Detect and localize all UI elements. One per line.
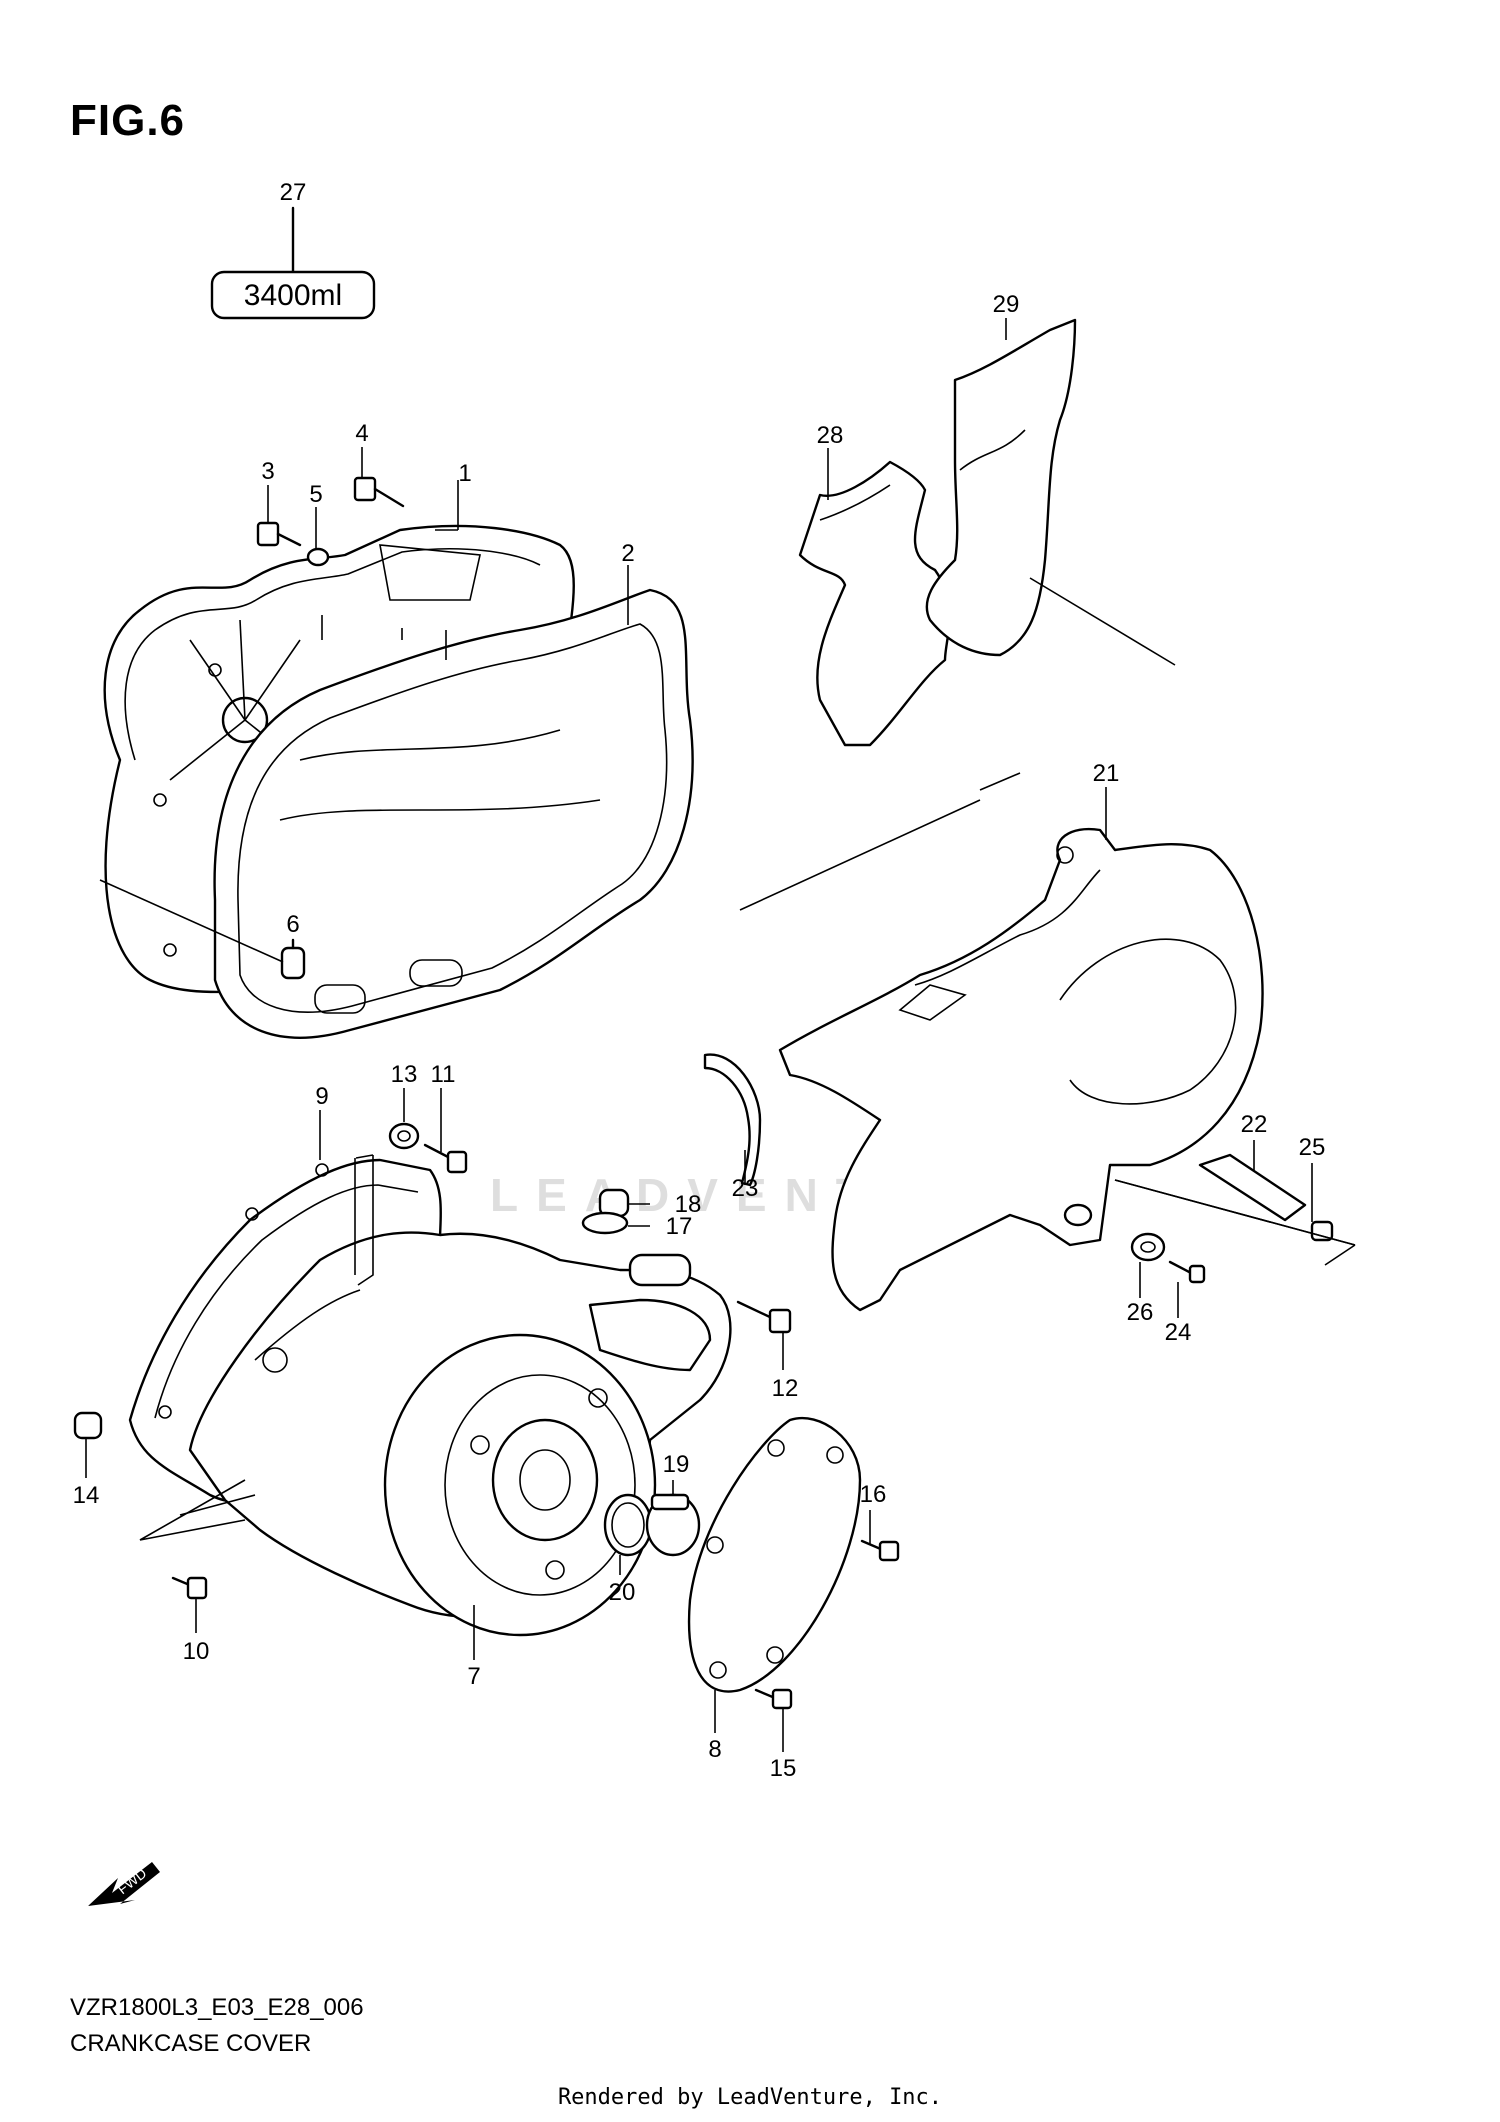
callout-9: 9 [315,1083,328,1110]
callout-5: 5 [309,481,322,508]
bolt-11 [423,1143,468,1174]
callout-13: 13 [391,1061,418,1088]
spacer-22 [1198,1153,1307,1222]
callout-8: 8 [708,1736,721,1763]
callout-22: 22 [1241,1111,1268,1138]
diagram-name: CRANKCASE COVER [70,2030,312,2057]
callout-17: 17 [666,1213,693,1240]
cap-19 [645,1493,701,1557]
callout-4: 4 [355,420,368,447]
callout-21: 21 [1093,760,1120,787]
cover-8 [687,1416,862,1693]
callout-27: 27 [280,179,307,206]
seal-strip-23 [703,1053,762,1187]
oil-quantity-label: 3400ml [244,279,342,312]
callout-20: 20 [609,1579,636,1606]
callout-14: 14 [73,1482,100,1509]
callout-16: 16 [860,1481,887,1508]
o-ring-20 [603,1493,653,1557]
callout-24: 24 [1165,1319,1192,1346]
washer-21b [1063,1203,1093,1227]
o-ring-17 [581,1211,629,1235]
callout-19: 19 [663,1451,690,1478]
dowel-14 [73,1411,103,1440]
bolt-16 [860,1539,900,1562]
callout-12: 12 [772,1375,799,1402]
callout-10: 10 [183,1638,210,1665]
callout-18: 18 [675,1191,702,1218]
callout-28: 28 [817,422,844,449]
callout-7: 7 [467,1663,480,1690]
callout-23: 23 [732,1175,759,1202]
bolt-15 [754,1688,793,1710]
bolt-24 [1168,1260,1206,1284]
crankcase-gasket [213,588,694,1039]
callout-6: 6 [286,911,299,938]
callout-25: 25 [1299,1134,1326,1161]
figure-title: FIG.6 [70,96,186,145]
outer-cover-21 [778,827,1264,1312]
callout-11: 11 [431,1061,456,1088]
callout-29: 29 [993,291,1020,318]
diagram-code: VZR1800L3_E03_E28_006 [70,1994,364,2021]
fwd-arrow-icon: FWD [88,1862,160,1906]
callout-26: 26 [1127,1299,1154,1326]
callout-numbers: 27 29 28 4 3 1 5 2 6 21 22 25 23 26 24 9… [73,179,1326,1782]
callout-15: 15 [770,1755,797,1782]
washer-5 [306,547,330,567]
oil-quantity-box: 3400ml [210,206,376,320]
callout-2: 2 [621,540,634,567]
bolt-3 [256,521,302,547]
bolt-12 [736,1300,792,1334]
render-credit: Rendered by LeadVenture, Inc. [557,2085,943,2110]
callout-3: 3 [261,458,274,485]
callout-1: 1 [458,460,471,487]
washer-13 [388,1122,420,1150]
bolt-4 [353,476,405,508]
insulator-29 [925,318,1077,657]
crankcase-cover-7 [188,1231,732,1637]
callout-leaders [85,318,1313,1752]
bolt-10 [171,1576,208,1600]
grommet-26 [1130,1232,1166,1262]
